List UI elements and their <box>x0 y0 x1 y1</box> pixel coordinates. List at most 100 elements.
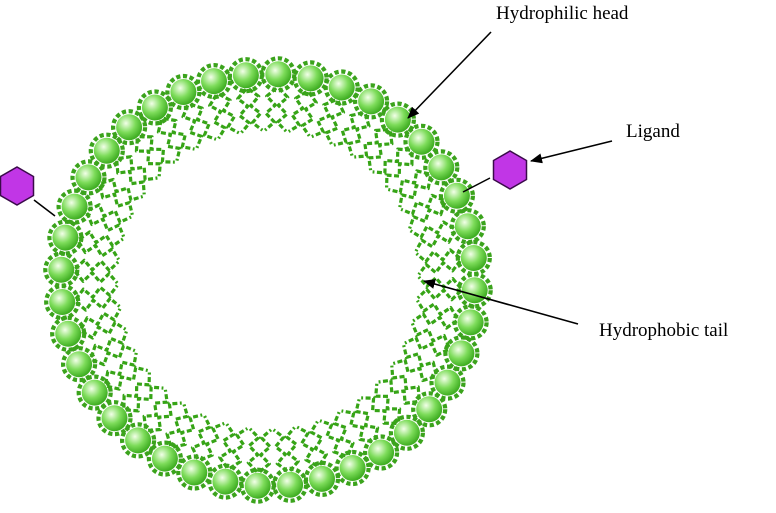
tail-segment <box>156 119 182 161</box>
phospholipid-head <box>388 414 425 451</box>
phospholipid-head <box>452 304 489 341</box>
label-ligand: Ligand <box>626 121 680 142</box>
tail-segment <box>190 415 212 460</box>
phospholipid-head <box>272 466 309 503</box>
tail-segment <box>392 358 436 383</box>
tail-segment <box>163 116 195 151</box>
phospholipid-head <box>136 89 173 126</box>
phospholipid-head <box>353 83 390 120</box>
phospholipid-head <box>423 149 460 186</box>
phospholipid-head <box>334 449 371 487</box>
tail-segment <box>416 287 462 302</box>
tail-segment <box>106 366 149 391</box>
tail-segment <box>208 94 227 140</box>
tail-segment <box>74 258 120 273</box>
phospholipid-head <box>292 60 329 97</box>
tail-segment <box>246 427 261 473</box>
tail-segment <box>181 104 204 149</box>
tail-segment <box>91 344 136 367</box>
tail-segment <box>142 389 169 429</box>
phospholipid-head <box>379 101 416 138</box>
tail-segment <box>324 100 346 145</box>
tail-segment <box>417 260 462 276</box>
tail-segment <box>400 193 445 216</box>
tail-segment <box>200 421 225 462</box>
tail-segment <box>385 152 414 188</box>
tail-segment <box>409 220 455 239</box>
tail-segment <box>287 90 308 133</box>
tail-segment <box>218 92 240 135</box>
tail-segment <box>404 336 449 357</box>
phospholipid-head <box>195 62 233 100</box>
tail-segment <box>272 428 289 473</box>
tail-segment <box>134 138 162 177</box>
phospholipid-head <box>44 283 81 321</box>
tail-segment <box>89 330 128 358</box>
tail-segment <box>414 230 457 252</box>
phospholipid-head <box>411 391 448 428</box>
phospholipid-head <box>96 400 133 437</box>
phospholipid-head <box>207 463 244 500</box>
tail-segment <box>284 426 300 472</box>
tail-segment <box>85 212 126 238</box>
tail-segment <box>412 312 458 330</box>
tail-segment <box>341 409 373 444</box>
tail-segment <box>378 378 418 405</box>
phospholipid-head <box>120 422 157 459</box>
tail-segment <box>390 365 421 400</box>
hydrophobic-tails <box>73 86 463 474</box>
arrow-hydrophilic-head <box>407 31 492 119</box>
label-hydrophobic-tail: Hydrophobic tail <box>599 320 728 341</box>
tail-segment <box>118 155 158 182</box>
tail-segment <box>275 87 290 133</box>
label-hydrophilic-head: Hydrophilic head <box>496 3 629 24</box>
phospholipid-head <box>443 335 480 372</box>
tail-segment <box>332 411 355 456</box>
tail-segment <box>147 401 182 432</box>
tail-segment <box>319 419 347 458</box>
tail-segment <box>87 203 132 224</box>
phospholipid-head <box>438 177 475 214</box>
tail-segment <box>81 321 127 340</box>
tail-segment <box>367 131 394 171</box>
tail-segment <box>74 284 119 300</box>
tail-segment <box>104 352 138 384</box>
tail-segment <box>300 91 318 137</box>
tail-segment <box>78 230 124 248</box>
tail-segment <box>354 128 389 159</box>
phospholipid-head <box>43 251 80 288</box>
tail-segment <box>398 176 432 208</box>
tail-segment <box>258 428 273 474</box>
phospholipid-head <box>56 188 93 225</box>
tail-segment <box>172 413 203 449</box>
tail-segment <box>247 87 264 132</box>
tail-segment <box>79 308 122 330</box>
tail-segment <box>236 88 252 134</box>
phospholipid-head <box>76 374 113 411</box>
phospholipid-head <box>303 460 341 497</box>
phospholipid-head <box>88 132 125 169</box>
tail-segment <box>361 396 397 425</box>
tail-segment <box>402 344 438 375</box>
arrow-hydrophobic-tail <box>423 279 579 325</box>
phospholipid-head <box>50 315 87 352</box>
tail-segment <box>417 275 463 290</box>
tail-segment <box>354 399 380 441</box>
phospholipid-head <box>323 69 360 106</box>
phospholipid-head <box>455 239 492 277</box>
phospholipid-head <box>165 73 202 111</box>
phospholipid-head <box>47 219 84 256</box>
phospholipid-head <box>449 208 486 245</box>
tail-segment <box>125 385 164 413</box>
phospholipid-head <box>363 434 400 471</box>
tail-segment <box>75 296 121 312</box>
tail-segment <box>410 322 451 348</box>
tail-segment <box>346 113 371 157</box>
phospholipid-head <box>403 123 440 160</box>
tail-segment <box>311 98 336 139</box>
ligand-hexagon-left <box>0 166 35 206</box>
tail-segment <box>139 135 175 164</box>
hydrophilic-heads <box>43 56 493 504</box>
phospholipid-head <box>239 467 276 504</box>
